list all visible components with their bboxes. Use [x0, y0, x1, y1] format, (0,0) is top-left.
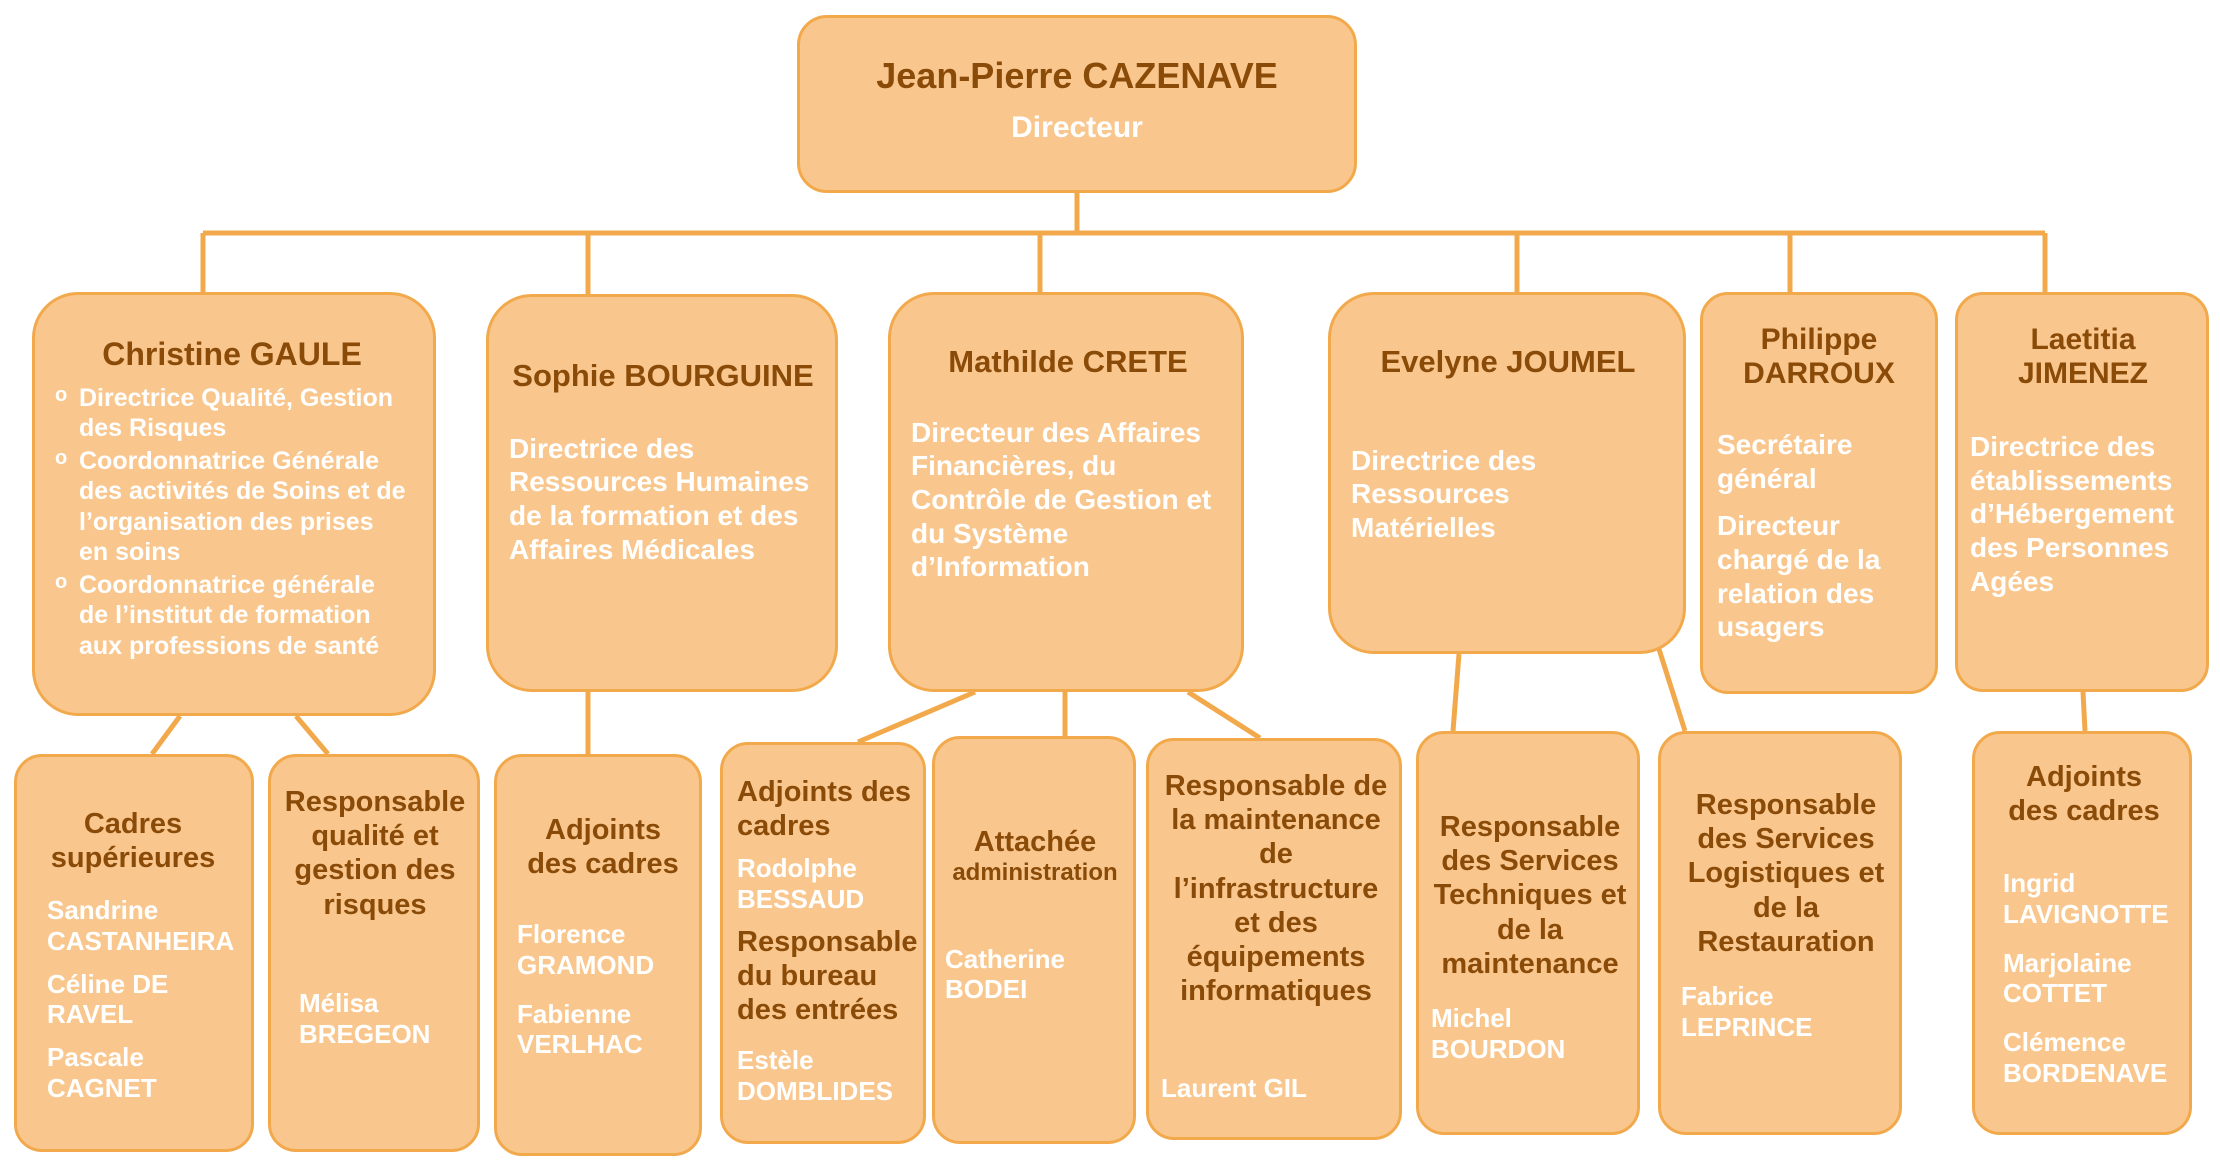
cadres-sup-person: Sandrine CASTANHEIRA	[47, 895, 235, 957]
node-adjoints-ehpad: Adjoints des cadres Ingrid LAVIGNOTTE Ma…	[1972, 731, 2192, 1135]
attachee-person: Catherine BODEI	[945, 943, 1065, 1005]
qualite-heading: Responsable qualité et gestion des risqu…	[284, 786, 466, 921]
jimenez-role: Directrice des établissements d’Hébergem…	[1970, 431, 2174, 597]
darroux-role1: Secrétaire général	[1717, 429, 1853, 494]
darroux-name: Philippe DARROUX	[1743, 323, 1895, 390]
node-laetitia-jimenez: Laetitia JIMENEZ Directrice des établiss…	[1955, 292, 2209, 692]
gaule-role-item: Coordonnatrice générale de l’institut de…	[55, 570, 409, 662]
attachee-subheading: administration	[952, 859, 1118, 887]
node-cadres-superieures: Cadres supérieures Sandrine CASTANHEIRA …	[14, 754, 254, 1152]
node-services-techniques: Responsable des Services Techniques et d…	[1416, 731, 1640, 1135]
gaule-name: Christine GAULE	[102, 336, 362, 372]
logistique-heading: Responsable des Services Logistiques et …	[1687, 789, 1885, 958]
adjoints-ehpad-person: Clémence BORDENAVE	[2003, 1027, 2168, 1088]
node-services-logistiques: Responsable des Services Logistiques et …	[1658, 731, 1902, 1135]
bourguine-name: Sophie BOURGUINE	[512, 358, 814, 393]
node-evelyne-joumel: Evelyne JOUMEL Directrice des Ressources…	[1328, 292, 1686, 654]
director-title: Directeur	[1011, 111, 1143, 145]
director-name: Jean-Pierre CAZENAVE	[876, 55, 1278, 96]
node-mathilde-crete: Mathilde CRETE Directeur des Affaires Fi…	[888, 292, 1244, 692]
adjoints-ehpad-person: Marjolaine COTTET	[2003, 947, 2132, 1009]
cadres-sup-heading: Cadres supérieures	[50, 808, 216, 875]
node-philippe-darroux: Philippe DARROUX Secrétaire général Dire…	[1700, 292, 1938, 694]
gaule-role-item: Directrice Qualité, Gestion des Risques	[55, 383, 409, 444]
joumel-role: Directrice des Ressources Matérielles	[1351, 444, 1537, 543]
maintenance-info-person: Laurent GIL	[1161, 1072, 1307, 1103]
jimenez-name: Laetitia JIMENEZ	[2017, 323, 2149, 390]
logistique-person: Fabrice LEPRINCE	[1681, 981, 1813, 1042]
node-maintenance-informatique: Responsable de la maintenance de l’infra…	[1146, 738, 1402, 1140]
services-tech-heading: Responsable des Services Techniques et d…	[1433, 811, 1627, 980]
adjoints-rh-heading: Adjoints des cadres	[527, 814, 679, 881]
node-christine-gaule: Christine GAULE Directrice Qualité, Gest…	[32, 292, 436, 716]
bureau-entrees-person: Estèle DOMBLIDES	[737, 1045, 893, 1107]
node-responsable-qualite: Responsable qualité et gestion des risqu…	[268, 754, 480, 1152]
darroux-role2: Directeur chargé de la relation des usag…	[1717, 510, 1881, 643]
crete-name: Mathilde CRETE	[948, 344, 1188, 379]
node-adjoints-rh: Adjoints des cadres Florence GRAMOND Fab…	[494, 754, 702, 1156]
bureau-entrees-heading: Responsable du bureau des entrées	[737, 925, 918, 1027]
bourguine-role: Directrice des Ressources Humaines de la…	[509, 432, 810, 565]
attachee-heading: Attachée	[973, 826, 1097, 858]
node-adjoints-finances: Adjoints des cadres Rodolphe BESSAUD Res…	[720, 742, 926, 1144]
adjoints-fin-person: Rodolphe BESSAUD	[737, 853, 865, 915]
gaule-role-list: Directrice Qualité, Gestion des Risques …	[55, 383, 409, 662]
adjoints-ehpad-heading: Adjoints des cadres	[2008, 761, 2160, 828]
adjoints-fin-heading: Adjoints des cadres	[737, 776, 912, 843]
cadres-sup-person: Pascale CAGNET	[47, 1042, 157, 1103]
node-director: Jean-Pierre CAZENAVE Directeur	[797, 15, 1357, 193]
gaule-role-item: Coordonnatrice Générale des activités de…	[55, 446, 409, 568]
qualite-person: Mélisa BREGEON	[299, 987, 431, 1049]
adjoints-rh-person: Fabienne VERLHAC	[517, 998, 643, 1060]
maintenance-info-heading: Responsable de la maintenance de l’infra…	[1164, 770, 1388, 1008]
adjoints-ehpad-person: Ingrid LAVIGNOTTE	[2003, 868, 2169, 930]
services-tech-person: Michel BOURDON	[1431, 1003, 1566, 1064]
cadres-sup-person: Céline DE RAVEL	[47, 968, 169, 1030]
node-attachee-administration: Attachée administration Catherine BODEI	[932, 736, 1136, 1144]
crete-role: Directeur des Affaires Financières, du C…	[911, 416, 1212, 583]
joumel-name: Evelyne JOUMEL	[1380, 344, 1636, 379]
adjoints-rh-person: Florence GRAMOND	[517, 919, 655, 981]
node-sophie-bourguine: Sophie BOURGUINE Directrice des Ressourc…	[486, 294, 838, 692]
